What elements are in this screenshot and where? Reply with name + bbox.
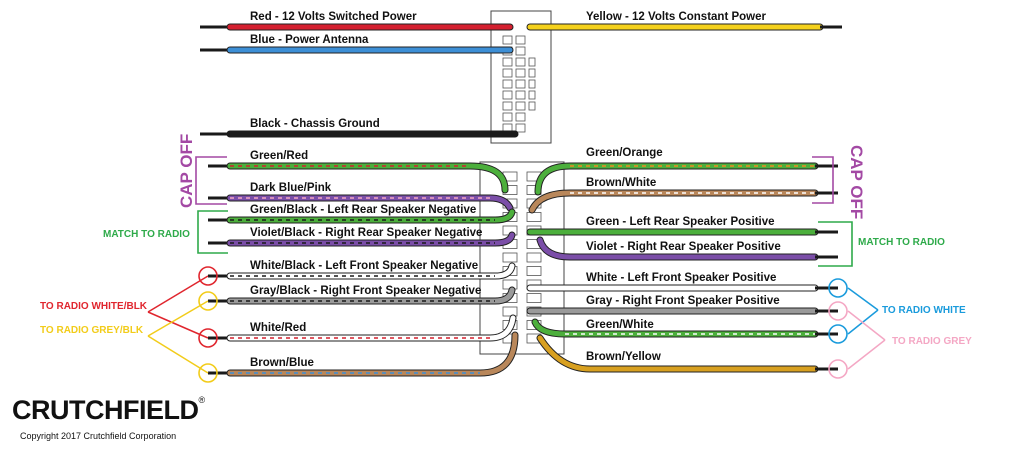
label-brown-yellow: Brown/Yellow bbox=[586, 351, 661, 363]
connector-pin bbox=[502, 68, 513, 78]
cap-off-left-label: CAP OFF bbox=[177, 134, 196, 208]
cap-off-left-group: CAP OFF bbox=[177, 134, 227, 208]
connector-pin bbox=[515, 57, 526, 67]
match-left-group: MATCH TO RADIO bbox=[103, 210, 228, 254]
radio-right-connections: TO RADIO WHITE TO RADIO GREY bbox=[828, 278, 972, 379]
connector-pin bbox=[528, 90, 536, 100]
label-white: White - Left Front Speaker Positive bbox=[586, 272, 776, 284]
label-white-black: White/Black - Left Front Speaker Negativ… bbox=[250, 260, 478, 272]
to-radio-grey-label: TO RADIO GREY bbox=[892, 336, 972, 347]
cap-off-right-label: CAP OFF bbox=[847, 145, 866, 219]
to-radio-white-label: TO RADIO WHITE bbox=[882, 305, 966, 316]
crutchfield-logo: CRUTCHFIELD® bbox=[12, 395, 205, 426]
connector-pin bbox=[515, 112, 526, 122]
wire-brown-blue bbox=[208, 331, 519, 377]
to-radio-white-blk-label: TO RADIO WHITE/BLK bbox=[40, 301, 148, 312]
wire-green-white bbox=[531, 318, 838, 338]
cap-off-right-group: CAP OFF bbox=[812, 145, 866, 219]
label-gray: Gray - Right Front Speaker Positive bbox=[586, 295, 780, 307]
match-right-group: MATCH TO RADIO bbox=[818, 221, 945, 267]
connector-pin bbox=[526, 293, 542, 303]
connector-pin bbox=[515, 79, 526, 89]
radio-left-connections: TO RADIO WHITE/BLK TO RADIO GREY/BLK bbox=[40, 266, 218, 383]
match-right-label: MATCH TO RADIO bbox=[858, 237, 945, 248]
match-left-label: MATCH TO RADIO bbox=[103, 229, 190, 240]
connector-pin bbox=[528, 101, 536, 111]
connector-pin bbox=[528, 57, 536, 67]
label-green: Green - Left Rear Speaker Positive bbox=[586, 216, 775, 228]
label-black: Black - Chassis Ground bbox=[250, 118, 380, 130]
label-violet-black: Violet/Black - Right Rear Speaker Negati… bbox=[250, 227, 482, 239]
label-violet: Violet - Right Rear Speaker Positive bbox=[586, 241, 781, 253]
connector-pin bbox=[515, 101, 526, 111]
label-dark-blue-pink: Dark Blue/Pink bbox=[250, 182, 332, 194]
connector-pin bbox=[502, 306, 518, 317]
connector-pin bbox=[515, 35, 526, 45]
label-yellow: Yellow - 12 Volts Constant Power bbox=[586, 11, 767, 23]
connector-pin bbox=[526, 212, 542, 222]
wire-green-orange bbox=[534, 162, 838, 196]
label-green-red: Green/Red bbox=[250, 150, 308, 162]
speaker-connector bbox=[479, 161, 565, 355]
copyright-text: Copyright 2017 Crutchfield Corporation bbox=[20, 431, 177, 441]
connector-pin bbox=[502, 57, 513, 67]
connector-pin bbox=[526, 252, 542, 263]
connector-pin bbox=[502, 35, 513, 45]
wire-green-red bbox=[208, 162, 509, 194]
label-brown-white: Brown/White bbox=[586, 177, 656, 189]
connector-pin bbox=[502, 101, 513, 111]
connector-pin bbox=[502, 90, 513, 100]
to-radio-grey-blk-label: TO RADIO GREY/BLK bbox=[40, 325, 144, 336]
connector-pin bbox=[502, 79, 513, 89]
logo-text: CRUTCHFIELD bbox=[12, 395, 199, 425]
label-red: Red - 12 Volts Switched Power bbox=[250, 11, 417, 23]
wire-violet bbox=[536, 236, 838, 261]
label-white-red: White/Red bbox=[250, 322, 306, 334]
label-green-white: Green/White bbox=[586, 319, 654, 331]
label-gray-black: Gray/Black - Right Front Speaker Negativ… bbox=[250, 285, 481, 297]
power-connector bbox=[490, 10, 552, 144]
connector-pin bbox=[515, 123, 526, 133]
wire-white-red bbox=[208, 314, 517, 342]
connector-pin bbox=[515, 90, 526, 100]
connector-pin bbox=[526, 266, 542, 276]
connector-pin bbox=[515, 46, 526, 56]
label-blue: Blue - Power Antenna bbox=[250, 34, 369, 46]
wire-white-black bbox=[208, 262, 516, 280]
label-green-orange: Green/Orange bbox=[586, 147, 663, 159]
wire-violet-black bbox=[208, 231, 516, 247]
connector-pin bbox=[502, 252, 518, 263]
wire-gray-black bbox=[208, 286, 516, 305]
wire-green-black bbox=[208, 208, 516, 224]
connector-pin bbox=[515, 68, 526, 78]
connector-pin bbox=[502, 112, 513, 122]
wire-brown-white bbox=[528, 189, 838, 214]
connector-pin bbox=[528, 79, 536, 89]
wire-dark-blue-pink bbox=[208, 194, 514, 212]
connector-pin bbox=[528, 68, 536, 78]
registered-mark: ® bbox=[198, 395, 205, 405]
label-brown-blue: Brown/Blue bbox=[250, 357, 314, 369]
wire-brown-yellow bbox=[536, 334, 838, 373]
label-green-black: Green/Black - Left Rear Speaker Negative bbox=[250, 204, 476, 216]
